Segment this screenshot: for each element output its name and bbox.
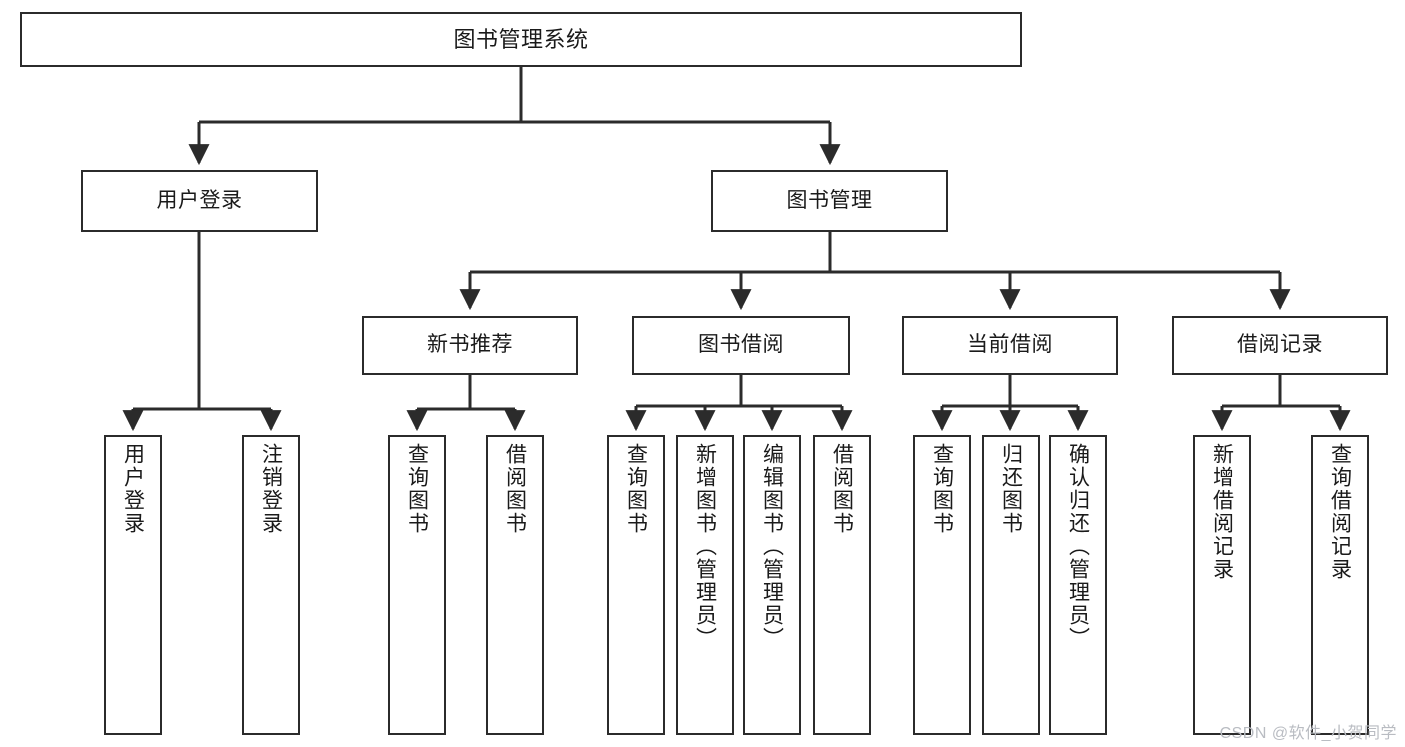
node-label: 图书借阅	[698, 333, 784, 357]
node-leaf-query-book-1[interactable]: 查询图书	[388, 435, 446, 735]
node-leaf-query-book-3[interactable]: 查询图书	[913, 435, 971, 735]
node-label: 借阅记录	[1237, 333, 1323, 357]
csdn-watermark: CSDN @软件_小贺同学	[1219, 725, 1397, 742]
node-leaf-add-borrow-record[interactable]: 新增借阅记录	[1193, 435, 1251, 735]
node-label: 新增图书（管理员）	[693, 443, 717, 650]
node-leaf-edit-book-admin[interactable]: 编辑图书（管理员）	[743, 435, 801, 735]
node-leaf-user-login[interactable]: 用户登录	[104, 435, 162, 735]
node-label: 编辑图书（管理员）	[760, 443, 784, 650]
node-label: 图书管理系统	[453, 26, 589, 52]
node-leaf-query-book-2[interactable]: 查询图书	[607, 435, 665, 735]
node-label: 借阅图书	[830, 443, 854, 535]
node-label: 查询借阅记录	[1328, 443, 1352, 581]
node-book-management[interactable]: 图书管理	[711, 170, 948, 232]
node-leaf-add-book-admin[interactable]: 新增图书（管理员）	[676, 435, 734, 735]
node-leaf-borrow-book-2[interactable]: 借阅图书	[813, 435, 871, 735]
node-leaf-confirm-return-admin[interactable]: 确认归还（管理员）	[1049, 435, 1107, 735]
node-leaf-return-book[interactable]: 归还图书	[982, 435, 1040, 735]
node-book-borrow[interactable]: 图书借阅	[632, 316, 850, 375]
node-leaf-borrow-book-1[interactable]: 借阅图书	[486, 435, 544, 735]
node-label: 新书推荐	[427, 333, 513, 357]
node-label: 查询图书	[405, 443, 429, 535]
node-current-borrow[interactable]: 当前借阅	[902, 316, 1118, 375]
node-label: 归还图书	[999, 443, 1023, 535]
node-label: 查询图书	[624, 443, 648, 535]
node-leaf-query-borrow-record[interactable]: 查询借阅记录	[1311, 435, 1369, 735]
node-new-book-recommend[interactable]: 新书推荐	[362, 316, 578, 375]
node-label: 当前借阅	[967, 333, 1053, 357]
node-label: 用户登录	[121, 443, 145, 535]
node-label: 注销登录	[259, 443, 283, 535]
node-label: 查询图书	[930, 443, 954, 535]
node-root-system[interactable]: 图书管理系统	[20, 12, 1022, 67]
node-label: 借阅图书	[503, 443, 527, 535]
node-label: 用户登录	[156, 188, 243, 212]
node-user-login[interactable]: 用户登录	[81, 170, 318, 232]
node-label: 新增借阅记录	[1210, 443, 1234, 581]
node-leaf-logout-login[interactable]: 注销登录	[242, 435, 300, 735]
node-label: 图书管理	[786, 188, 873, 212]
node-borrow-record[interactable]: 借阅记录	[1172, 316, 1388, 375]
node-label: 确认归还（管理员）	[1066, 443, 1090, 650]
